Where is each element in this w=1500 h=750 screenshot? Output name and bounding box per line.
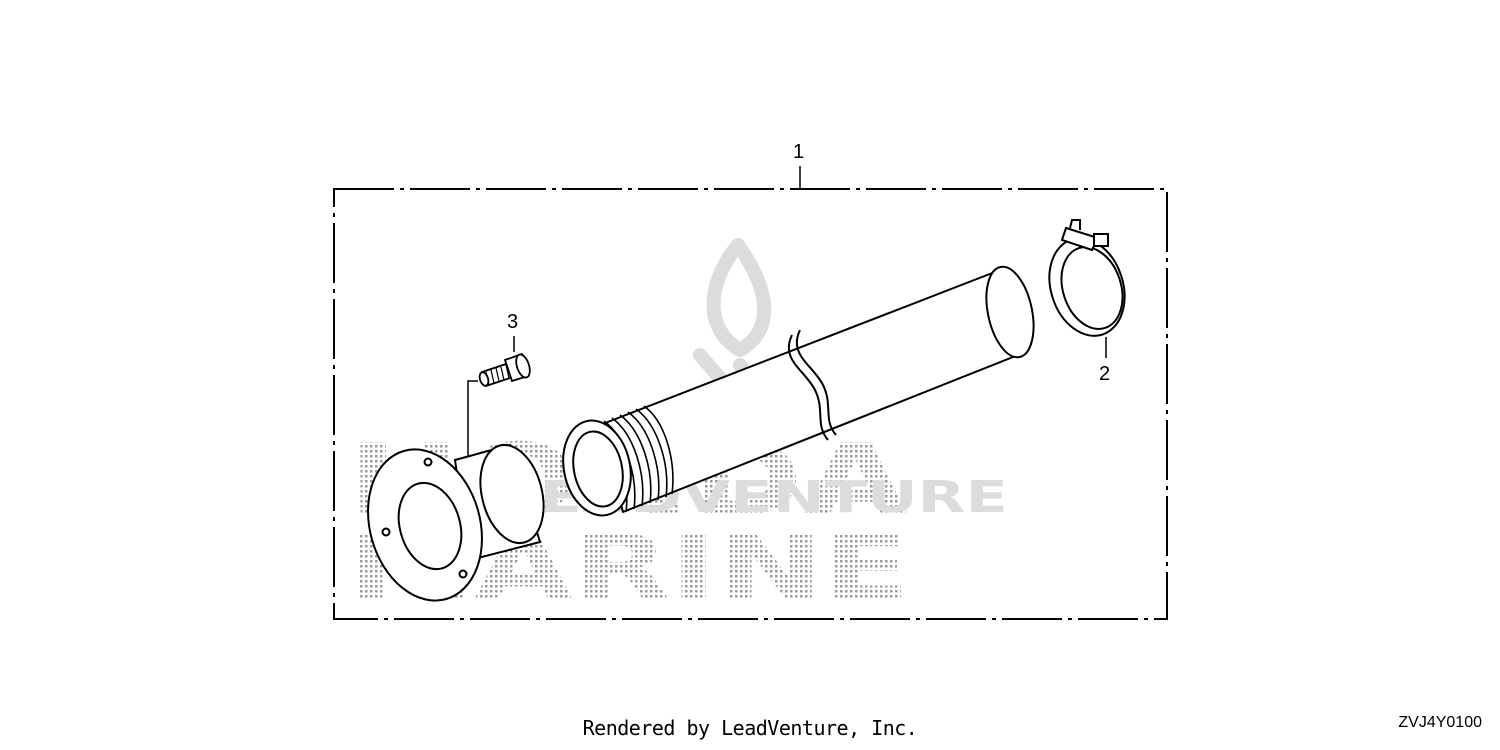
bolt-icon	[478, 352, 531, 388]
leader-lines	[467, 166, 1107, 470]
callout-1[interactable]: 1	[793, 141, 804, 163]
callout-2[interactable]: 2	[1099, 363, 1110, 385]
hose-clamp-icon	[1048, 219, 1126, 337]
diagram-code: ZVJ4Y0100	[1398, 714, 1482, 731]
footer-credit: Rendered by LeadVenture, Inc.	[0, 716, 1500, 740]
kit-boundary	[333, 188, 1168, 620]
callout-3[interactable]: 3	[507, 311, 518, 333]
flange-tube-icon	[367, 443, 545, 602]
leader-line-3	[467, 380, 478, 470]
exhaust-pipe-kit-icon	[562, 265, 1035, 517]
footer-credit-text: Rendered by LeadVenture, Inc.	[582, 716, 918, 740]
